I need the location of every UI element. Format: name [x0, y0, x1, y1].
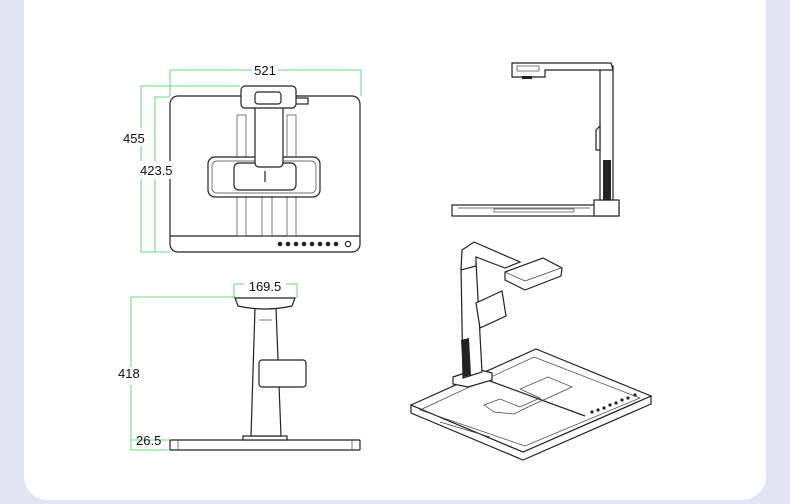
button-row — [277, 240, 352, 248]
side-panel — [258, 359, 307, 388]
dim-total-height-label: 455 — [123, 131, 145, 146]
side-panel — [475, 290, 507, 329]
top-view: 521 455 423.5 — [120, 63, 362, 253]
button-row — [590, 393, 637, 414]
front-view: 169.5 418 26.5 — [116, 279, 361, 451]
content-card — [24, 0, 766, 500]
dim-head-width-label: 169.5 — [249, 279, 282, 294]
dim-arm-height-label: 418 — [118, 366, 140, 381]
dim-base-thickness-label: 26.5 — [136, 433, 161, 448]
side-view — [451, 62, 620, 217]
dim-width-label: 521 — [254, 63, 276, 78]
camera-head — [234, 297, 296, 310]
dim-base-depth-label: 423.5 — [140, 163, 173, 178]
perspective-view — [409, 241, 653, 461]
